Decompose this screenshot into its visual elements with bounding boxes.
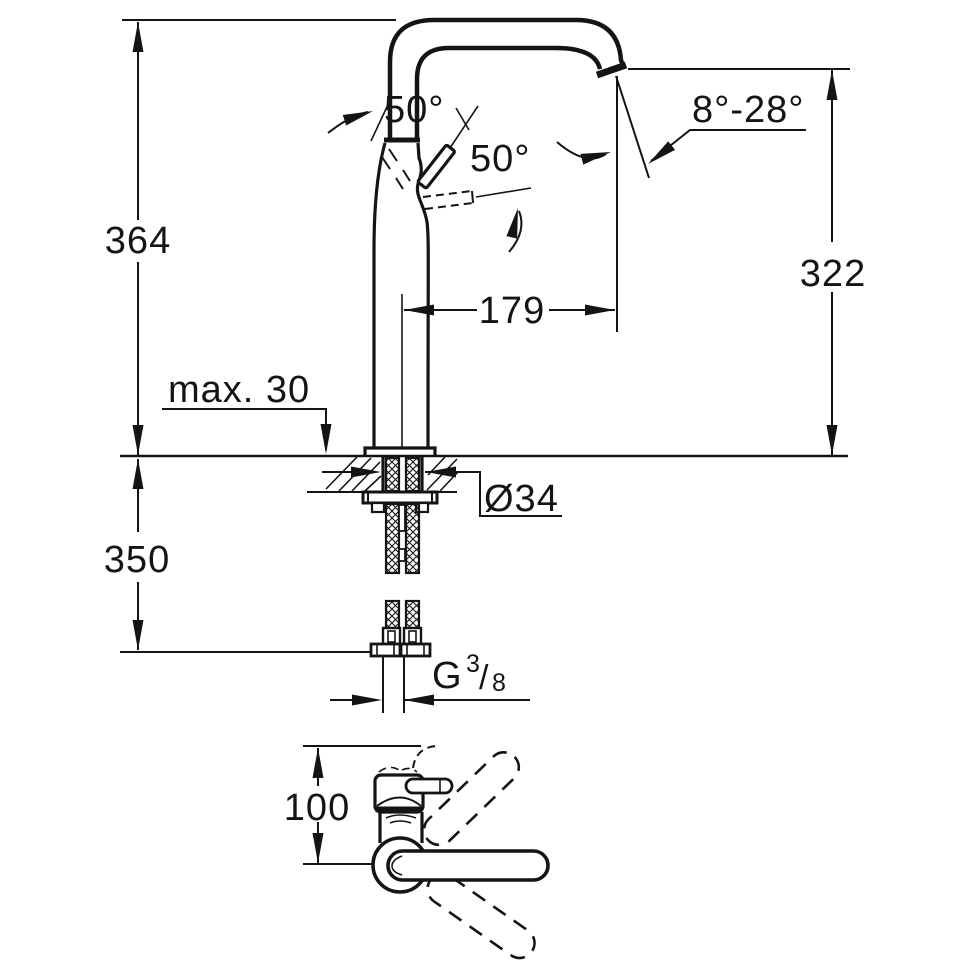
dim-lever-angle-left: 50° [327,89,444,134]
dim-overall-height-label: 364 [105,220,171,262]
dim-spray-angle: 8°-28° [556,89,806,169]
top-small-lever [404,777,454,795]
thread-stub [382,656,405,713]
dim-outlet-height-label: 322 [800,253,866,295]
dim-max-thickness-label: max. 30 [168,369,310,411]
dim-max-counter-thickness: max. 30 [162,369,332,454]
base-flange [363,446,437,456]
lever-inner-end [391,855,403,876]
spout [387,17,628,142]
supply-hose [404,502,421,575]
dim-lever-angle-right-label: 50° [470,138,530,180]
dim-outlet-height: 322 [800,70,866,455]
crimp-slot [408,630,417,643]
dim-below-deck-label: 350 [104,539,170,581]
faucet-body [363,137,437,456]
extension-lines [120,19,850,653]
lever-front-axis-leader [475,187,532,198]
supply-hose [404,599,421,630]
dim-top-depth-label: 100 [284,787,350,829]
handle-lever-dashed-front [422,187,532,210]
lever-axis-leader [449,105,479,149]
supply-hose [404,456,421,493]
dim-lever-angle-left-label: 50° [384,89,444,131]
top-view-body [373,766,454,843]
angle-tick [455,107,470,131]
dim-overall-height: 364 [105,22,171,455]
crimp-slot [387,630,396,643]
supply-hose [384,599,401,630]
pop-up-rod [398,504,406,532]
pop-up-rod [398,548,406,562]
handle-lever-solid [416,105,479,190]
top-lever-solid [386,849,550,882]
hose-hex-nut [369,642,402,658]
dim-hole-diameter-label: Ø34 [484,478,559,520]
top-lever-dashed-down [426,872,536,960]
side-view: 364 350 max. 30 Ø34 179 [104,17,866,713]
top-view: 100 [284,745,550,960]
lock-tab [370,501,386,514]
mounting-assembly [361,456,439,713]
dim-spout-reach: 179 [404,290,615,332]
dim-top-depth: 100 [284,745,421,865]
hose-hex-nut [399,642,432,658]
supply-hose [384,502,401,575]
handle-lever-dashed-hidden [381,148,411,190]
top-lever-dashed-up [412,745,521,847]
dim-spout-reach-label: 179 [479,290,545,332]
dim-height-below-deck: 350 [104,459,170,650]
threaded-shank [381,457,424,492]
dim-hole-diameter: Ø34 [322,466,562,520]
dim-lever-angle-right: 50° [470,138,530,253]
supply-hose [384,456,401,493]
dim-spray-angle-label: 8°-28° [692,89,804,131]
dome-edge [376,796,422,807]
spout-outlet-face [595,61,628,79]
washer [361,490,439,505]
